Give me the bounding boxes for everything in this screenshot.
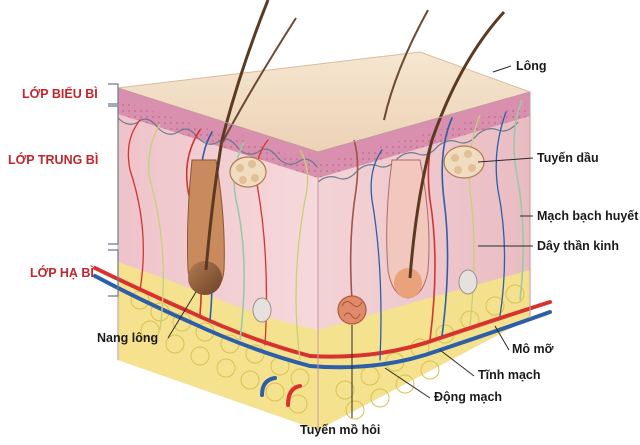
- hair-follicle-right: [383, 9, 506, 299]
- label-artery: Động mạch: [434, 390, 502, 404]
- label-lymph-vessel: Mạch bạch huyết: [537, 209, 639, 223]
- hair-follicle-left: [187, 0, 297, 295]
- sweat-gland: [337, 139, 367, 325]
- dermal-papillae-front: [117, 117, 319, 169]
- dermal-papillae-side: [317, 121, 519, 183]
- epidermis-texture-front: [118, 100, 318, 178]
- label-fat-tissue: Mô mỡ: [512, 342, 554, 356]
- label-vein: Tĩnh mạch: [478, 368, 541, 382]
- leader-lines: [167, 65, 534, 418]
- block-edges: [117, 87, 531, 430]
- label-hair-follicle: Nang lông: [97, 331, 158, 345]
- label-sebaceous-gland: Tuyến dầu: [537, 151, 599, 165]
- vessel-stubs: [260, 376, 302, 407]
- pacinian-corpuscles: [252, 269, 478, 323]
- label-hypodermis: LỚP HẠ BÌ: [30, 265, 94, 280]
- label-hair: Lông: [516, 59, 547, 73]
- sebaceous-gland-right: [443, 145, 485, 179]
- layer-brackets: [108, 83, 119, 297]
- sebaceous-gland-left: [229, 156, 267, 188]
- fat-cells: [130, 284, 525, 420]
- label-epidermis: LỚP BIỂU BÌ: [22, 86, 98, 101]
- label-nerve: Dây thần kinh: [537, 239, 619, 253]
- label-dermis: LỚP TRUNG BÌ: [8, 152, 98, 167]
- label-sweat-gland: Tuyến mồ hôi: [300, 423, 380, 437]
- vein-vessel: [93, 274, 552, 370]
- fat-layer-side: [318, 270, 530, 430]
